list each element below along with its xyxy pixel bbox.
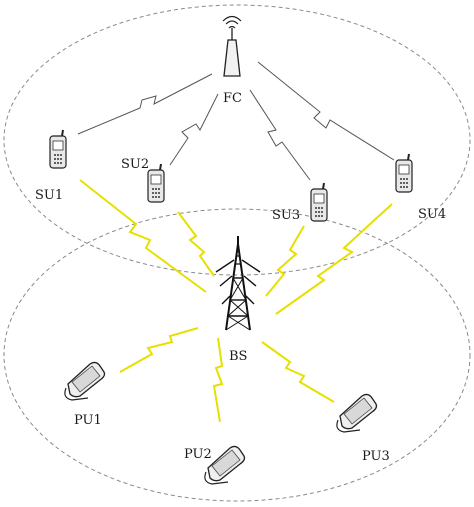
su3-label: SU3: [272, 208, 300, 223]
link-su2-bs: [177, 211, 215, 277]
link-su4-fc: [257, 61, 395, 161]
bs-label: BS: [229, 349, 247, 364]
link-bs-pu2: [212, 337, 224, 423]
link-su3-bs: [265, 225, 305, 297]
primary-network-boundary: [3, 208, 471, 502]
link-bs-pu1: [119, 327, 199, 373]
antenna-tower-icon: [222, 15, 242, 77]
pu3-label: PU3: [362, 449, 390, 464]
secondary-network-boundary: [3, 4, 471, 276]
link-bs-pu3: [261, 341, 335, 403]
su2-phone-icon: [147, 163, 165, 203]
su1-phone-icon: [49, 129, 67, 169]
su3-phone-icon: [310, 182, 328, 222]
pu1-label: PU1: [74, 413, 102, 428]
link-su3-fc: [249, 89, 311, 181]
pu1-phone-icon: [64, 361, 106, 401]
fc-label: FC: [223, 91, 242, 106]
link-su4-bs: [275, 203, 393, 315]
pu2-label: PU2: [184, 447, 212, 462]
su4-phone-icon: [395, 153, 413, 193]
sensing-links: [79, 179, 393, 423]
link-su1-fc: [77, 73, 213, 135]
lattice-tower-icon: [215, 236, 261, 331]
su1-label: SU1: [35, 188, 63, 203]
link-su1-bs: [79, 179, 207, 293]
control-links: [77, 61, 395, 181]
su4-label: SU4: [418, 207, 446, 222]
su2-label: SU2: [121, 157, 149, 172]
link-su2-fc: [169, 93, 219, 166]
pu3-phone-icon: [336, 393, 378, 433]
